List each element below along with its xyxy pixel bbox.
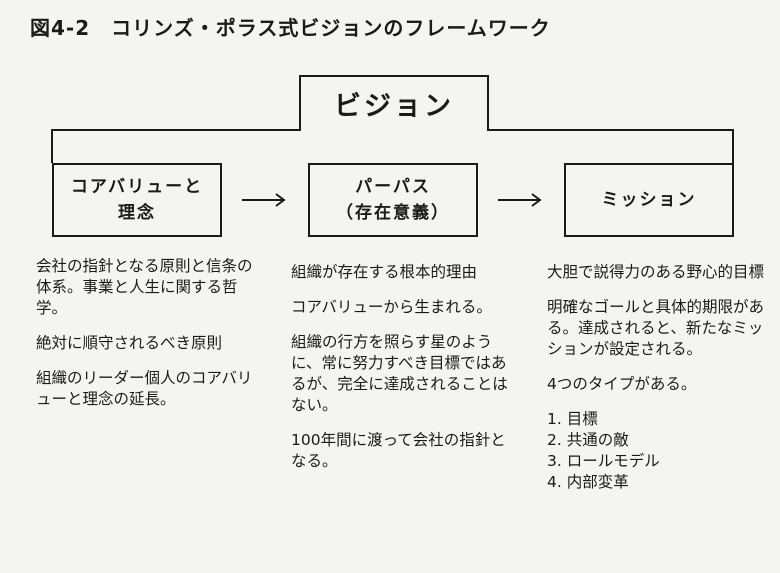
- vision-bracket-line: [51, 75, 734, 163]
- box-purpose: パーパス （存在意義）: [308, 163, 478, 237]
- mission-type-item: 4. 内部変革: [547, 473, 629, 491]
- box-mission-line1: ミッション: [601, 190, 697, 210]
- column-purpose: 組織が存在する根本的理由 コアバリューから生まれる。 組織の行方を照らす星のよう…: [291, 262, 511, 486]
- figure-title: 図4-2 コリンズ・ポラス式ビジョンのフレームワーク: [30, 16, 551, 40]
- values-paragraph: 組織のリーダー個人のコアバリューと理念の延長。: [36, 369, 253, 408]
- mission-paragraph: 大胆で説得力のある野心的目標: [547, 263, 765, 281]
- mission-type-item: 2. 共通の敵: [547, 431, 629, 449]
- column-mission: 大胆で説得力のある野心的目標 明確なゴールと具体的期限がある。達成されると、新た…: [547, 262, 772, 493]
- mission-type-item: 3. ロールモデル: [547, 452, 660, 470]
- box-core-values-line2: 理念: [118, 203, 156, 223]
- column-core-values: 会社の指針となる原則と信条の体系。事業と人生に関する哲学。 絶対に順守されるべき…: [36, 256, 256, 424]
- box-mission: ミッション: [564, 163, 734, 237]
- box-core-values: コアバリューと 理念: [52, 163, 222, 237]
- box-core-values-line1: コアバリューと: [70, 177, 204, 197]
- vision-label: ビジョン: [334, 91, 454, 122]
- arrow-purpose-to-mission: [498, 193, 542, 207]
- values-paragraph: 絶対に順守されるべき原則: [36, 334, 223, 352]
- box-purpose-line2: （存在意義）: [336, 203, 450, 223]
- purpose-paragraph: 組織が存在する根本的理由: [291, 263, 478, 281]
- values-paragraph: 会社の指針となる原則と信条の体系。事業と人生に関する哲学。: [36, 257, 253, 317]
- purpose-paragraph: 組織の行方を照らす星のように、常に努力すべき目標ではあるが、完全に達成されること…: [291, 333, 508, 414]
- mission-paragraph: 明確なゴールと具体的期限がある。達成されると、新たなミッションが設定される。: [547, 298, 765, 358]
- mission-types-list: 1. 目標 2. 共通の敵 3. ロールモデル 4. 内部変革: [547, 409, 772, 493]
- arrow-values-to-purpose: [242, 193, 286, 207]
- mission-paragraph: 4つのタイプがある。: [547, 375, 697, 393]
- purpose-paragraph: 100年間に渡って会社の指針となる。: [291, 431, 506, 470]
- box-purpose-line1: パーパス: [355, 177, 431, 197]
- purpose-paragraph: コアバリューから生まれる。: [291, 298, 492, 316]
- mission-type-item: 1. 目標: [547, 410, 598, 428]
